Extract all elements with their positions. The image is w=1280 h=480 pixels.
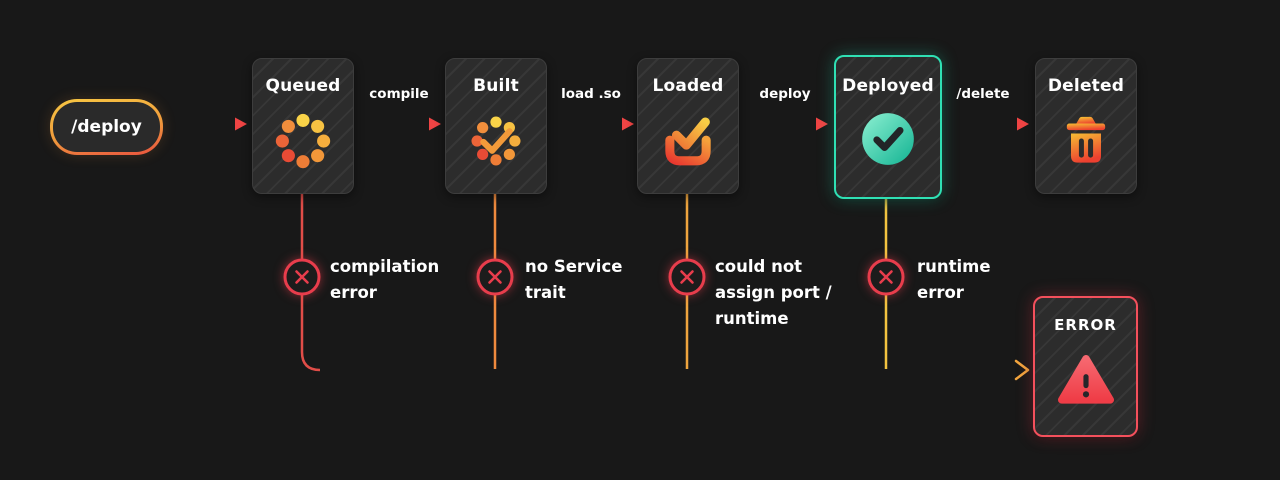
state-label-deployed: Deployed: [842, 76, 934, 96]
arrow-load-so-icon: [553, 114, 637, 134]
error-circle-built-icon: [476, 258, 514, 296]
start-node-label: /deploy: [71, 117, 142, 137]
transition-label-deploy: deploy: [759, 86, 811, 102]
trash-icon: [1066, 116, 1106, 163]
error-label-compilation-error: compilation error: [330, 257, 440, 302]
warning-triangle-icon: [1057, 354, 1114, 404]
error-circle-queued-icon: [283, 258, 321, 296]
error-node-label: ERROR: [1054, 316, 1117, 334]
spinner-dots-icon: [275, 113, 331, 169]
error-arrowhead-icon: [1014, 359, 1030, 381]
error-circle-deployed-icon: [867, 258, 905, 296]
error-node: ERROR: [1033, 296, 1138, 437]
state-card-built: Built: [445, 58, 547, 194]
state-card-loaded: Loaded: [637, 58, 739, 194]
state-label-queued: Queued: [265, 76, 341, 96]
arrow-deploy-to-queued-icon: [166, 114, 250, 134]
spinner-dots-check-icon: [471, 116, 521, 166]
state-card-deployed: Deployed: [834, 55, 942, 199]
arrow-compile-icon: [360, 114, 444, 134]
arrow-delete-icon: [948, 114, 1032, 134]
state-card-deleted: Deleted: [1035, 58, 1137, 194]
state-label-deleted: Deleted: [1047, 76, 1125, 96]
state-label-built: Built: [473, 76, 519, 96]
state-label-loaded: Loaded: [652, 76, 724, 96]
transition-label-compile: compile: [369, 86, 429, 102]
error-label-could-not-assign-port: could not assign port / runtime: [715, 257, 832, 328]
circle-check-icon: [862, 113, 914, 165]
tray-check-icon: [665, 117, 711, 166]
start-node-deploy: /deploy: [50, 99, 163, 155]
arrow-deploy-transition-icon: [747, 114, 831, 134]
error-label-runtime-error: runtime error: [917, 257, 991, 302]
transition-label-load-so: load .so: [561, 86, 621, 102]
error-line-queued: [300, 192, 321, 372]
error-circle-loaded-icon: [668, 258, 706, 296]
state-card-queued: Queued: [252, 58, 354, 194]
error-label-no-service-trait: no Service trait: [525, 257, 623, 302]
transition-label-delete: /delete: [956, 86, 1010, 102]
